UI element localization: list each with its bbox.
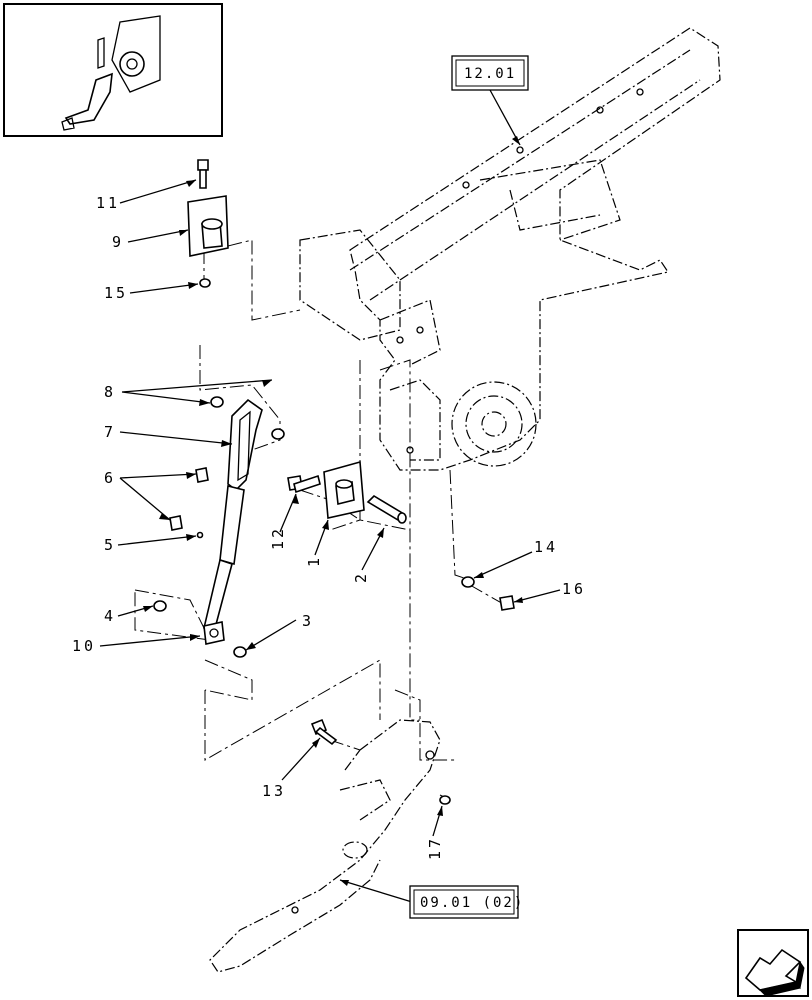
callout-7: 7: [104, 423, 116, 441]
callout-labels: 11 9 15 8 7 6 5 4 10 3 12 1 2 14 16 13 1…: [72, 194, 586, 860]
callout-16: 16: [562, 580, 586, 598]
thumbnail-inset: [3, 3, 223, 137]
frame-assembly: [299, 27, 721, 471]
callout-3: 3: [302, 612, 314, 630]
callout-10: 10: [72, 637, 96, 655]
callout-4: 4: [104, 607, 116, 625]
parts: [153, 159, 515, 805]
centerlines: [134, 225, 506, 801]
callout-11: 11: [96, 194, 120, 212]
callout-12: 12: [269, 526, 287, 550]
callout-14: 14: [534, 538, 558, 556]
callout-6: 6: [104, 469, 116, 487]
callout-8: 8: [104, 383, 116, 401]
callout-2: 2: [352, 571, 370, 583]
reference-frame: 12.01: [451, 55, 529, 91]
reference-pedal: 09.01 (02): [409, 885, 524, 919]
callout-15: 15: [104, 284, 128, 302]
callout-17: 17: [426, 836, 444, 860]
callout-1: 1: [305, 555, 323, 567]
leader-arrowheads: [143, 136, 523, 886]
callout-13: 13: [262, 782, 286, 800]
reference-frame-label: 12.01: [464, 66, 516, 82]
next-page-arrow-icon[interactable]: [737, 929, 809, 997]
callout-5: 5: [104, 536, 116, 554]
leader-lines: [99, 89, 561, 903]
pedal-assembly: [209, 719, 441, 973]
reference-pedal-label: 09.01 (02): [420, 895, 524, 911]
callout-9: 9: [112, 233, 124, 251]
